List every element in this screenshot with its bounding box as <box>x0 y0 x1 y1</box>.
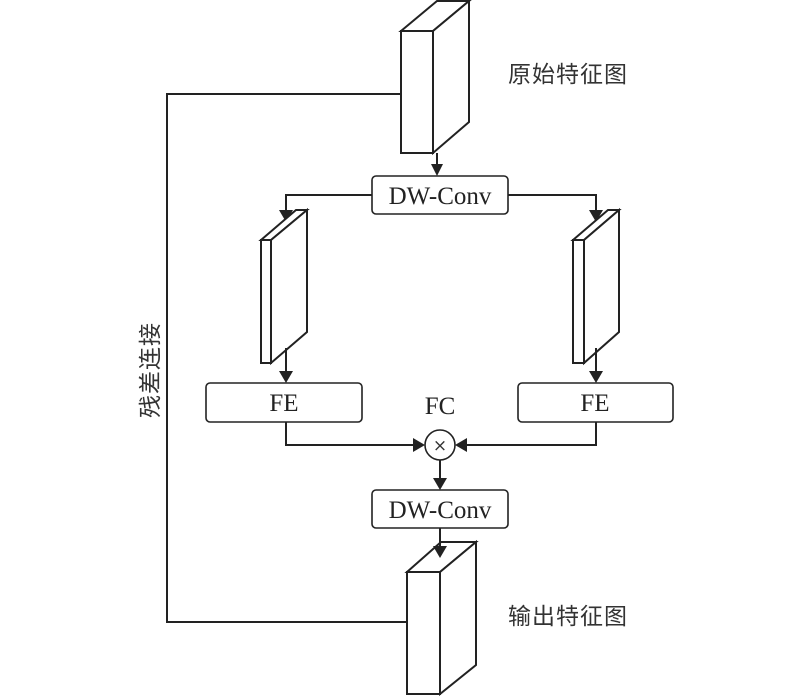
left-feature-block <box>258 207 310 366</box>
bottom-dw-conv-box: DW-Conv <box>371 489 509 529</box>
arrow-head <box>279 371 293 383</box>
residual-line <box>166 93 407 623</box>
connector-left-fe-to-fusion <box>285 422 415 446</box>
arrow-head <box>279 210 293 222</box>
input-block-front-face <box>400 30 434 154</box>
residual-connection: 残差连接 <box>138 93 407 623</box>
multiply-icon: × <box>433 436 447 456</box>
residual-label: 残差连接 <box>138 322 164 418</box>
output-block-front-face <box>406 571 441 695</box>
arrow-head <box>431 164 443 176</box>
right-block-front-face <box>572 239 585 364</box>
left-fe-rect <box>205 382 363 423</box>
arrow-head <box>589 210 603 222</box>
arrow-head <box>589 371 603 383</box>
output-feature-map-label: 输出特征图 <box>508 604 628 630</box>
left-fe-box: FE <box>205 382 363 423</box>
right-fe-label: FE <box>580 390 609 417</box>
left-fe-label: FE <box>269 390 298 417</box>
right-fe-box: FE <box>517 382 674 423</box>
top-dw-conv-label: DW-Conv <box>389 183 492 210</box>
input-feature-map-label: 原始特征图 <box>508 62 628 88</box>
fusion-node: FC × <box>424 393 456 461</box>
connector-conv-to-right-branch <box>508 194 597 212</box>
arrow-head <box>433 546 447 558</box>
output-feature-map-block <box>404 539 479 696</box>
connector-conv-to-left-branch <box>285 194 372 212</box>
connector-right-fe-to-fusion <box>465 422 597 446</box>
arrow-head <box>413 438 425 452</box>
arrow-head <box>455 438 467 452</box>
top-dw-conv-box: DW-Conv <box>371 175 509 215</box>
right-feature-block <box>570 207 622 366</box>
left-block-front-face <box>260 239 272 364</box>
fusion-label: FC <box>425 393 456 420</box>
bottom-dw-conv-label: DW-Conv <box>389 497 492 524</box>
input-feature-map-block <box>398 0 472 156</box>
arrow-head <box>433 478 447 490</box>
